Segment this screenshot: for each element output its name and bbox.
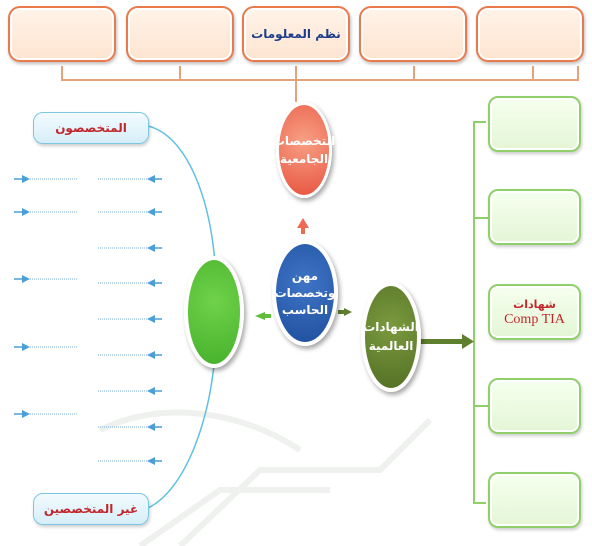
certificates-title: شهادات (513, 298, 556, 311)
global-certificates-label: الشهادات العالمية (363, 320, 419, 353)
left-outer-arrowhead-0 (22, 175, 30, 183)
left-outer-arrowhead-3 (22, 343, 30, 351)
right-box-1 (488, 96, 581, 152)
left-inner-arrowhead-5 (147, 351, 155, 359)
right-bracket-ticks (474, 217, 488, 407)
left-lines (14, 175, 162, 465)
left-outer-arrowhead-4 (22, 410, 30, 418)
arrow-left-to-green (255, 312, 265, 320)
information-systems-label: نظم المعلومات (251, 27, 341, 41)
green-oval (184, 256, 244, 368)
top-bracket-ticks (179, 66, 534, 102)
top-box-5 (476, 6, 584, 62)
right-box-comptia: شهادات Comp TIA (488, 284, 581, 340)
left-inner-arrowhead-2 (147, 244, 155, 252)
specialists-box: المتخصصون (33, 112, 149, 144)
right-box-2 (488, 189, 581, 245)
university-specializations-oval: التخصصات الجامعية (272, 102, 336, 198)
comptia-label: Comp TIA (504, 312, 565, 327)
top-box-1 (8, 6, 116, 62)
right-box-5 (488, 472, 581, 528)
right-box-4 (488, 378, 581, 434)
university-specializations-label: التخصصات الجامعية (272, 134, 336, 166)
left-inner-arrowhead-8 (147, 457, 155, 465)
global-certificates-oval: الشهادات العالمية (361, 282, 421, 392)
left-inner-arrowhead-7 (147, 423, 155, 431)
top-box-4 (359, 6, 467, 62)
left-outer-arrowhead-2 (22, 275, 30, 283)
non-specialists-box: غير المتخصصين (33, 493, 149, 525)
top-box-information-systems: نظم المعلومات (242, 6, 350, 62)
background-pattern (98, 409, 433, 546)
left-inner-arrowhead-4 (147, 315, 155, 323)
left-inner-arrowhead-1 (147, 208, 155, 216)
left-outer-arrowhead-1 (22, 208, 30, 216)
left-inner-arrowhead-0 (147, 175, 155, 183)
specialists-label: المتخصصون (55, 121, 127, 135)
right-bracket-line (473, 121, 486, 504)
left-inner-arrowhead-3 (147, 279, 155, 287)
arrow-right-to-certificates (344, 308, 352, 316)
arrow-to-right-boxes (420, 339, 464, 344)
left-inner-arrowhead-6 (147, 387, 155, 395)
arrow-up-to-university (297, 218, 309, 234)
computer-careers-oval: مهن وتخصصات الحاسب (272, 240, 338, 346)
computer-careers-label: مهن وتخصصات الحاسب (274, 268, 336, 317)
non-specialists-label: غير المتخصصين (43, 502, 139, 516)
top-bracket-line (61, 66, 579, 81)
top-box-2 (126, 6, 234, 62)
